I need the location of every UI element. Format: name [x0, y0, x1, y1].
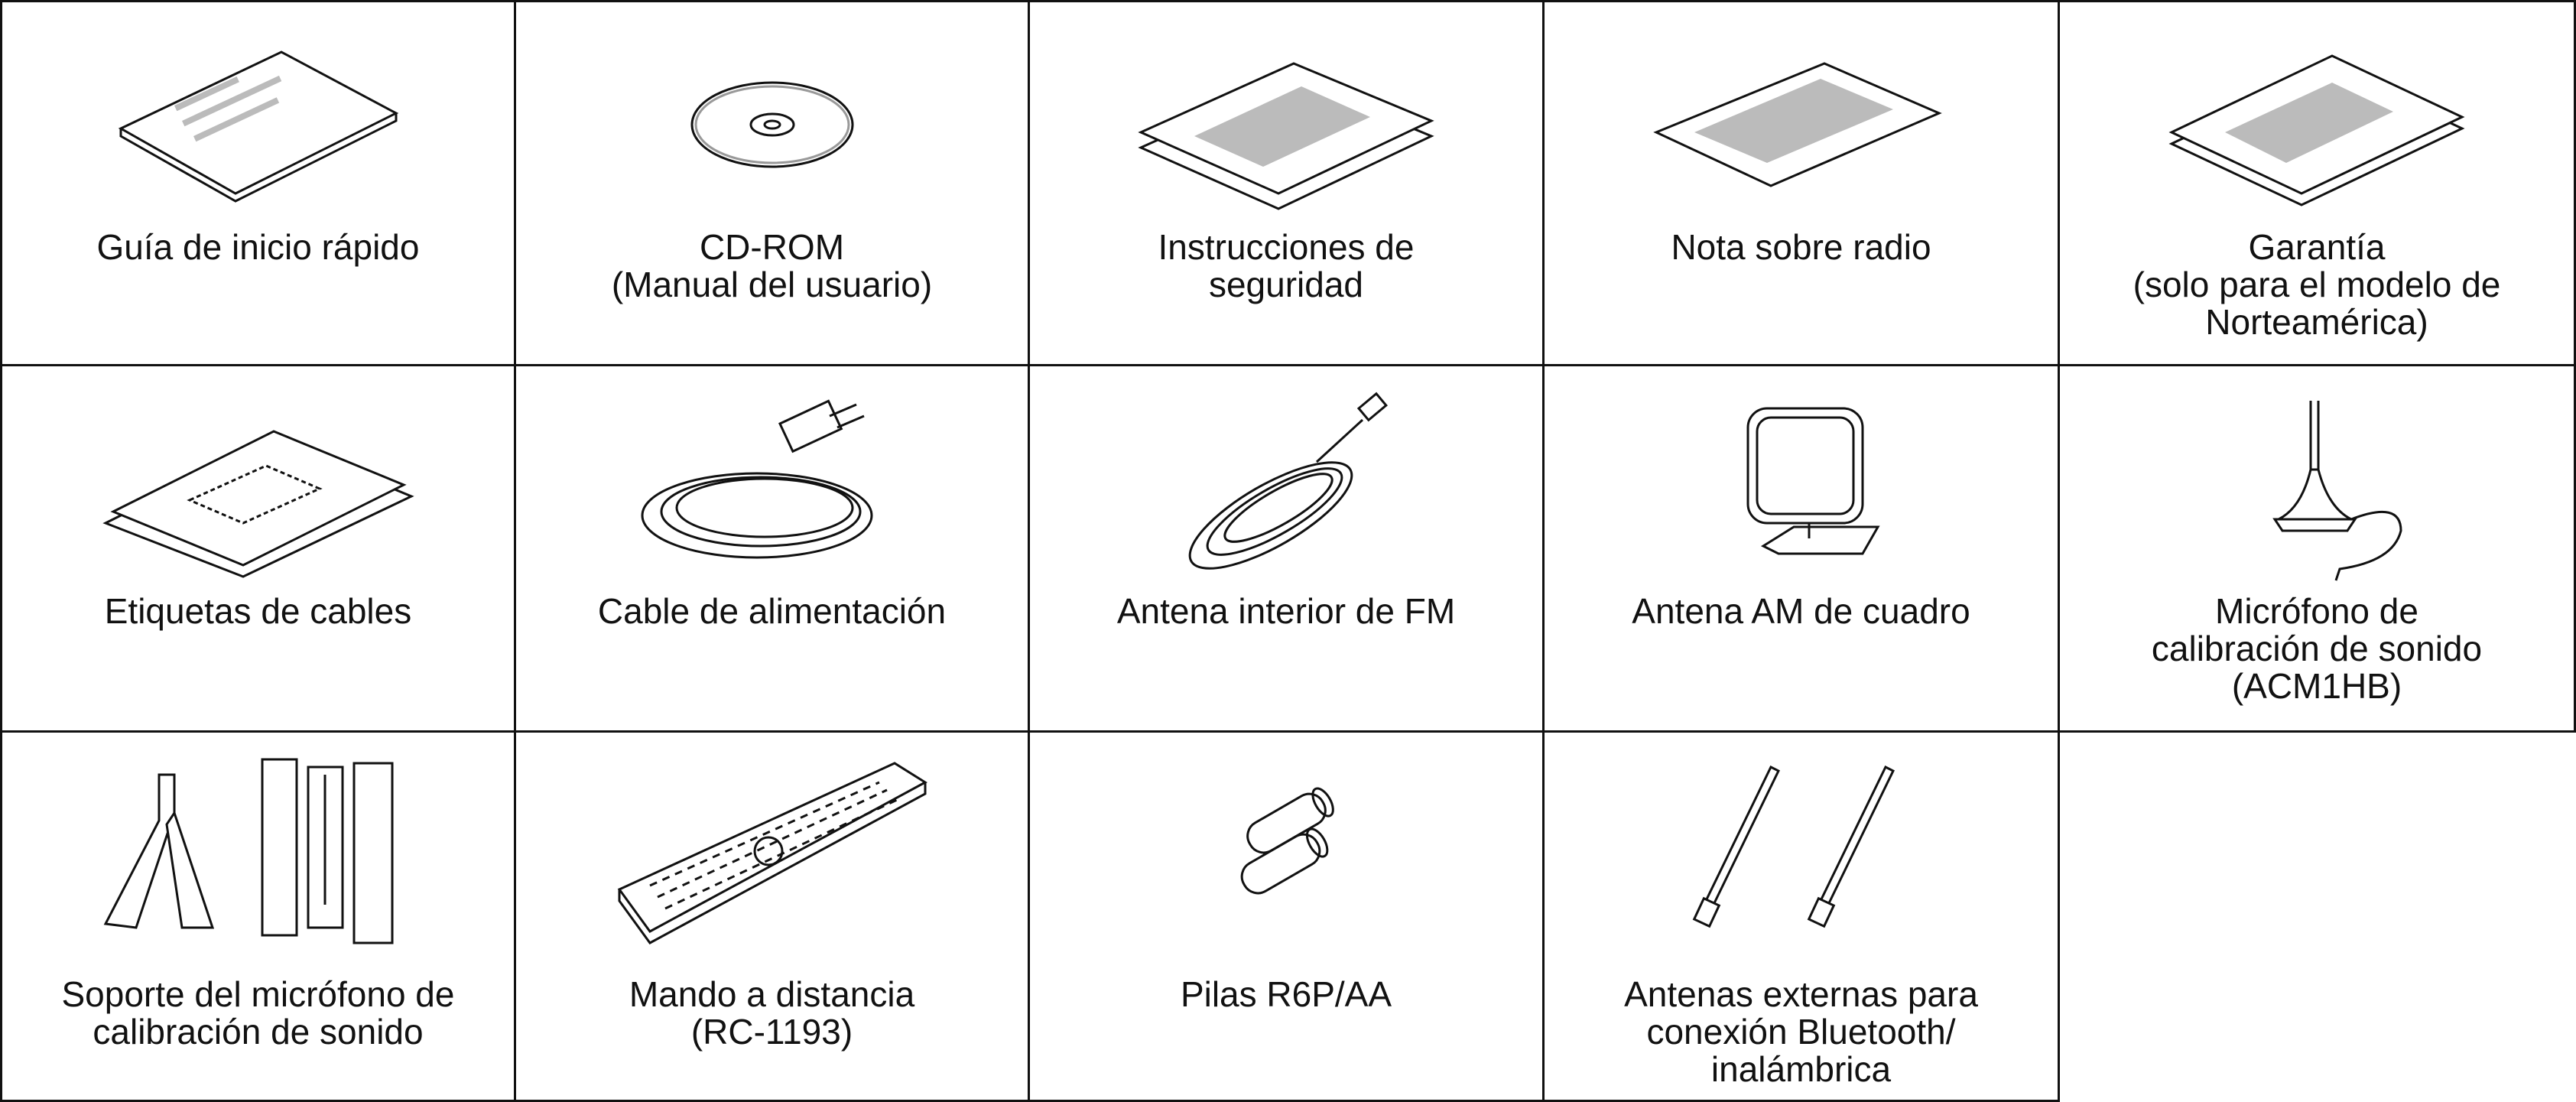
item-label: Cable de alimentación [597, 591, 947, 631]
item-cable-labels: Etiquetas de cables [0, 366, 516, 733]
item-label: Etiquetas de cables [104, 591, 412, 631]
fm-antenna-icon [1030, 382, 1542, 588]
am-loop-antenna-icon [1545, 382, 2058, 588]
cable-labels-icon [2, 382, 514, 588]
remote-control-icon [516, 748, 1028, 954]
item-remote-control: Mando a distancia(RC-1193) [516, 733, 1030, 1102]
radio-note-icon [1545, 18, 2058, 224]
item-label: Antena interior de FM [1116, 591, 1456, 631]
item-label: CD-ROM(Manual del usuario) [611, 227, 933, 304]
item-label: Antena AM de cuadro [1632, 591, 1970, 631]
item-quick-start-guide: Guía de inicio rápido [0, 0, 516, 366]
item-power-cord: Cable de alimentación [516, 366, 1030, 733]
empty-cell [2060, 733, 2576, 1102]
cd-rom-icon [516, 18, 1028, 224]
item-am-loop-antenna: Antena AM de cuadro [1545, 366, 2060, 733]
item-label: Nota sobre radio [1671, 227, 1931, 267]
external-antennas-icon [1545, 748, 2058, 954]
quick-start-guide-icon [2, 18, 514, 224]
microphone-stand-icon [2, 748, 514, 954]
item-radio-note: Nota sobre radio [1545, 0, 2060, 366]
microphone-icon [2060, 382, 2574, 588]
item-batteries: Pilas R6P/AA [1030, 733, 1545, 1102]
item-label: Guía de inicio rápido [96, 227, 420, 267]
item-cd-rom: CD-ROM(Manual del usuario) [516, 0, 1030, 366]
item-fm-antenna: Antena interior de FM [1030, 366, 1545, 733]
power-cord-icon [516, 382, 1028, 588]
safety-instructions-icon [1030, 18, 1542, 224]
warranty-icon [2060, 18, 2574, 224]
item-label: Pilas R6P/AA [1180, 974, 1392, 1014]
item-label: Mando a distancia(RC-1193) [629, 974, 915, 1052]
batteries-icon [1030, 748, 1542, 954]
